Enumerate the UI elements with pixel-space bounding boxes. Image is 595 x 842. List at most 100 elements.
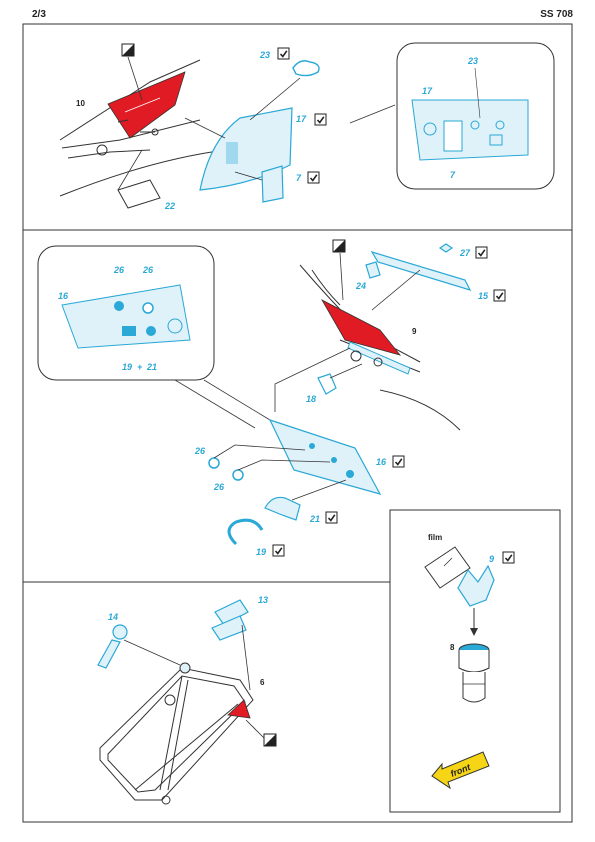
film-label: film (428, 533, 442, 542)
part-26a-drawing (208, 457, 220, 469)
fuselage-outline (311, 269, 341, 306)
fuselage-outline (59, 149, 226, 197)
inset-label-26b: 26 (142, 265, 154, 275)
gunsight-panel: film 9 8 front (424, 533, 515, 790)
part-label-10: 10 (76, 99, 85, 108)
fuselage-knob (96, 144, 108, 156)
fuselage-outline (67, 149, 151, 159)
leader-line (117, 149, 143, 191)
part-18-drawing (317, 373, 337, 395)
fuselage-outline (59, 59, 201, 141)
set-code: SS 708 (540, 9, 573, 20)
part-label-18: 18 (306, 394, 316, 404)
leader-line (329, 363, 363, 379)
middle-panel: 16 26 26 19 + 21 9 15 27 24 18 (37, 239, 506, 557)
inset-block-19 (122, 326, 136, 336)
paint-swatch-icon (332, 239, 346, 253)
part-label-21: 21 (309, 514, 320, 524)
inset-gauge (423, 122, 437, 136)
leader-line (274, 347, 351, 412)
inset-gauge-21 (146, 326, 156, 336)
part-label-9: 9 (412, 327, 417, 336)
inset-part-7 (443, 120, 463, 152)
part-24-drawing (365, 261, 381, 279)
arrow-head (470, 628, 478, 636)
part-7-window (226, 142, 238, 164)
rudder-frame-strut (159, 675, 183, 791)
rudder-frame (99, 667, 254, 801)
leader-line (339, 252, 344, 301)
inset-label-26a: 26 (113, 265, 125, 275)
inset-label-19: 19 (122, 362, 132, 372)
fuselage-outline (379, 389, 461, 431)
part-16-hole (309, 443, 315, 449)
leader-line (237, 459, 331, 471)
part-label-7: 7 (296, 173, 302, 183)
part-14-arm (97, 639, 121, 669)
leader-line (184, 117, 226, 139)
part-16-drawing (268, 418, 382, 495)
rudder-frame-inner (107, 675, 246, 793)
part-16-hole (346, 470, 354, 478)
fuselage-outline (61, 119, 201, 149)
part-label-14: 14 (108, 612, 118, 622)
part-label-23: 23 (259, 50, 270, 60)
cockpit-paint-area (320, 299, 402, 356)
inset-label-17: 17 (422, 86, 433, 96)
inset-leader (474, 67, 481, 119)
frame-joint (161, 795, 171, 805)
rudder-frame-strut (167, 679, 189, 791)
part-label-15: 15 (478, 291, 489, 301)
fuselage-knob (373, 357, 383, 367)
part-label-8: 8 (450, 643, 455, 652)
top-panel: 10 22 17 23 7 23 17 7 (59, 42, 555, 211)
leader-line (123, 639, 181, 666)
inset-panel (411, 99, 529, 161)
part-26b-drawing (232, 469, 244, 481)
inset-leader (349, 104, 396, 124)
leader-line (234, 171, 263, 181)
fuselage-knob (350, 350, 362, 362)
part-label-24: 24 (355, 281, 366, 291)
film-detail (443, 557, 453, 567)
front-arrow (431, 751, 490, 790)
part-label-6: 6 (260, 678, 265, 687)
inset-gauge-26b (142, 302, 154, 314)
part-label-26b: 26 (213, 482, 225, 492)
part-19-drawing (227, 518, 264, 546)
inset-plus: + (137, 362, 143, 372)
inset-label-23: 23 (467, 56, 478, 66)
inset-label-21: 21 (146, 362, 157, 372)
part-16-hole (331, 457, 337, 463)
inset-panel (61, 284, 191, 349)
part-13-drawing (211, 615, 247, 641)
leader-line (245, 719, 265, 739)
film-drawing (424, 546, 471, 589)
cockpit-detail (124, 97, 161, 113)
part-label-16: 16 (376, 457, 387, 467)
inset-box (489, 134, 503, 146)
leader-line (371, 269, 421, 311)
bend-check-icon (272, 544, 285, 557)
leader-line (249, 77, 301, 121)
cockpit-paint-area (107, 71, 186, 139)
bend-check-icon (325, 511, 338, 524)
bend-check-icon (392, 455, 405, 468)
part-9-drawing (457, 564, 495, 607)
part-14-drawing (112, 624, 128, 640)
leader-line (213, 444, 306, 459)
bend-check-icon (493, 289, 506, 302)
inset-label-7: 7 (450, 170, 456, 180)
bend-check-icon (277, 47, 290, 60)
page-frame (22, 23, 573, 823)
inset-gauge (167, 318, 183, 334)
cockpit-detail (151, 128, 159, 136)
paint-swatch-icon (121, 43, 135, 57)
part-label-22: 22 (164, 201, 175, 211)
inset-gauge-26a (114, 301, 124, 311)
part-label-19: 19 (256, 547, 266, 557)
gunsight-frame (389, 509, 561, 813)
paint-swatch-icon (263, 733, 277, 747)
part-label-27: 27 (459, 248, 471, 258)
